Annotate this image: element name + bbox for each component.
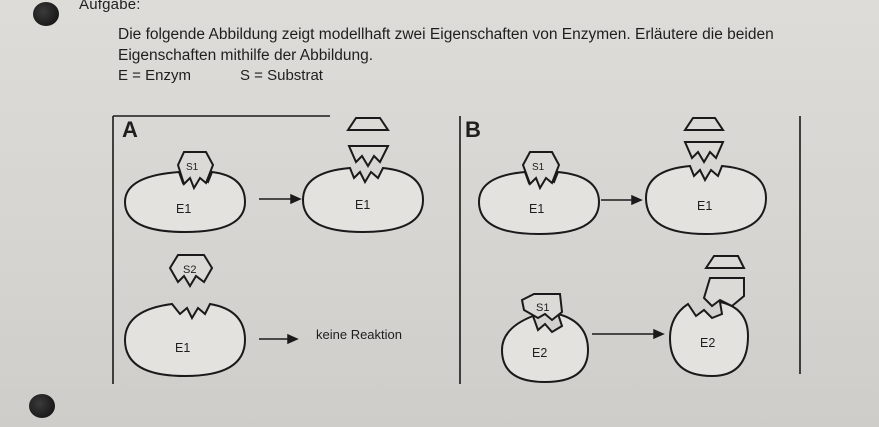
punch-hole-bottom (29, 394, 55, 418)
enzyme-e2-changed-shape: E2 (668, 255, 750, 378)
arrowhead-b-row2 (653, 328, 665, 340)
no-reaction-text: keine Reaktion (316, 327, 402, 342)
enzyme-e1-releasing-products: E1 (301, 117, 425, 234)
enzyme-e1-no-match: E1 (123, 302, 247, 378)
enzyme-e1-label-right: E1 (355, 198, 370, 212)
substrate-s2-unbound: S2 (168, 254, 214, 288)
legend-substrate: S = Substrat (240, 67, 323, 84)
arrowhead-a-row1 (290, 193, 302, 205)
enzyme-e1-label: E1 (176, 202, 191, 216)
task-header: Aufgabe: (79, 0, 141, 13)
substrate-s2-label: S2 (183, 264, 196, 276)
product-e2-bottom-shape (702, 277, 745, 308)
arrowhead-a-row2 (287, 333, 299, 345)
enzyme-e2-with-substrate: S1 E2 (500, 293, 590, 384)
product-bottom-shape (347, 145, 390, 168)
punch-hole-top (33, 2, 59, 26)
panel-a-label: A (122, 117, 138, 142)
enzyme-b-e1-label: E1 (529, 202, 544, 216)
product-b-top-shape (683, 117, 725, 131)
enzyme-e2-label: E2 (532, 346, 547, 360)
legend-enzyme: E = Enzym (118, 67, 191, 84)
enzyme-b-e1-with-substrate: S1 E1 (477, 151, 601, 236)
task-description: Die folgende Abbildung zeigt modellhaft … (118, 26, 774, 64)
substrate-e2-s1-label: S1 (536, 302, 549, 314)
product-b-bottom-shape (683, 141, 725, 164)
enzyme-e2-label-right: E2 (700, 336, 715, 350)
substrate-s1-shape (176, 151, 215, 191)
substrate-b-s1-shape (521, 151, 561, 191)
substrate-b-s1-label: S1 (532, 162, 545, 173)
substrate-s1-label: S1 (186, 162, 199, 173)
substrate-e2-s1-shape (520, 293, 564, 322)
enzyme-b-e1-label-right: E1 (697, 199, 712, 213)
arrowhead-b-row1 (631, 194, 643, 206)
enzyme-b-e1-releasing-products: E1 (644, 117, 768, 236)
panel-b-label: B (465, 117, 481, 142)
product-e2-top-shape (704, 255, 746, 269)
enzyme-e1-with-substrate: S1 E1 (123, 151, 247, 234)
product-top-shape (346, 117, 390, 131)
enzyme-e1-label-row2: E1 (175, 341, 190, 355)
